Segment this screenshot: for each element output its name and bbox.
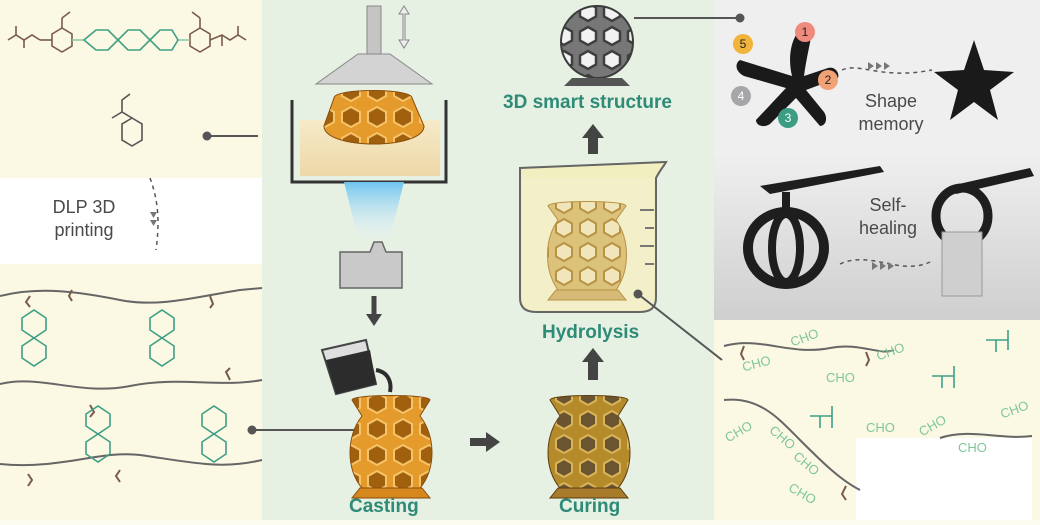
badge-3: 3: [778, 108, 798, 128]
connector-dot: [247, 425, 257, 435]
self-healing-chevrons: [872, 262, 894, 270]
blank-patch: [856, 438, 1032, 520]
arrow-right: [470, 438, 488, 446]
pouring-beaker: [320, 338, 393, 396]
self-healing-after: [931, 168, 1034, 297]
dlp-dashed-arrow: [149, 177, 159, 251]
badge-1: 1: [795, 22, 815, 42]
arrow-up-1: [588, 358, 598, 380]
shape-memory-label: Shape memory: [858, 91, 924, 134]
spiro-monomer-structure: [7, 11, 247, 53]
pentaerythritol-molecules: [810, 330, 1009, 428]
cho-label: CHO: [826, 370, 855, 385]
cho-label: CHO: [958, 440, 987, 455]
shape-memory-arrow: [841, 67, 933, 74]
dlp-printer: [290, 5, 448, 238]
self-healing-arrow: [839, 259, 931, 267]
badge-4: 4: [731, 86, 751, 106]
network-panel: [0, 264, 262, 520]
smart-structure-sphere: [560, 5, 634, 86]
monomer-panel: [0, 0, 262, 178]
connector-hydrolysis: [637, 293, 723, 361]
arrow-down-1-head: [366, 314, 382, 326]
acryloylmorpholine-structure: [111, 93, 143, 147]
self-healing-before: [743, 166, 884, 289]
printing-panel: [0, 178, 262, 264]
mold: [339, 241, 403, 289]
self-healing-label: Self- healing: [858, 195, 918, 238]
badge-5: 5: [733, 34, 753, 54]
arrow-up-2-head: [582, 124, 604, 138]
polymer-network: [0, 287, 263, 487]
smart-structure-label: 3D smart structure: [503, 92, 672, 113]
arrow-up-2: [588, 134, 598, 154]
casting-structure: [349, 395, 433, 499]
spiro-crosslinks: [21, 309, 227, 463]
deformed-star: [736, 27, 839, 127]
casting-label: Casting: [349, 496, 419, 517]
dlp-printing-label: DLP 3D printing: [52, 197, 116, 240]
shape-memory-chevrons: [868, 62, 890, 70]
badge-2: 2: [818, 70, 838, 90]
cho-label: CHO: [866, 420, 895, 435]
curing-label: Curing: [559, 496, 621, 517]
arrow-up-1-head: [582, 348, 604, 362]
degraded-chains: [723, 342, 1033, 501]
recovered-star: [934, 40, 1014, 120]
connector-dot: [633, 289, 643, 299]
connector-dot: [202, 131, 212, 141]
dlp-chevrons: [150, 212, 157, 226]
hydrolysis-label: Hydrolysis: [542, 322, 640, 343]
hydrolysis-beaker: [519, 160, 668, 313]
connector-dot: [735, 13, 745, 23]
curing-structure: [547, 395, 631, 499]
arrow-right-head: [486, 432, 500, 452]
